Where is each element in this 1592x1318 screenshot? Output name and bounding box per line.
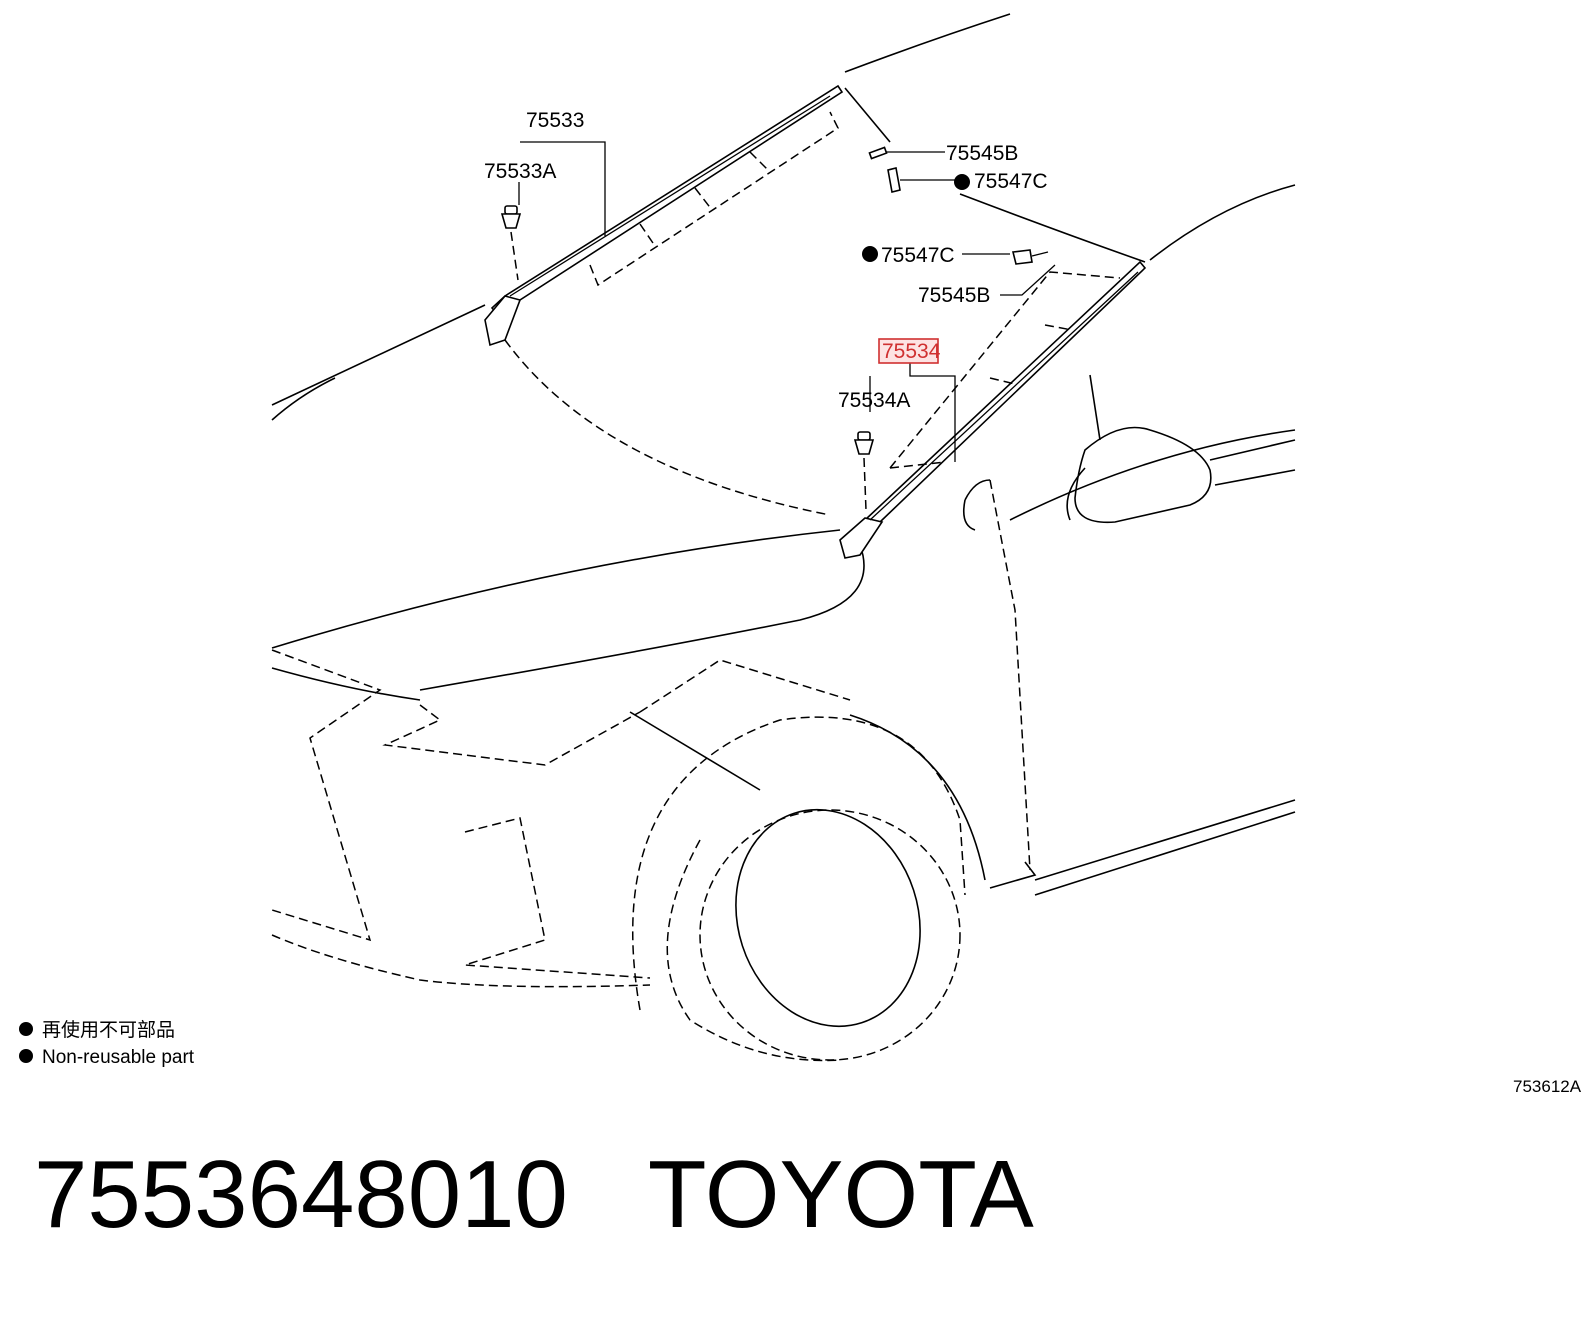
legend-marker-icon — [19, 1022, 33, 1036]
car-outline — [271, 13, 1296, 1062]
label-upper-screw[interactable]: 75547C — [974, 170, 1048, 193]
lower-screw-part[interactable] — [1012, 249, 1049, 265]
upper-clip-part[interactable] — [500, 205, 522, 281]
label-lower-clip[interactable]: 75534A — [838, 389, 910, 412]
brand-name: TOYOTA — [647, 1141, 1034, 1248]
label-upper-retainer[interactable]: 75545B — [946, 142, 1018, 165]
label-lower-retainer[interactable]: 75545B — [918, 284, 990, 307]
lower-clip-part[interactable] — [853, 431, 875, 511]
legend-marker-icon — [19, 1049, 33, 1063]
non-reusable-marker-icon — [862, 246, 878, 262]
legend-english: Non-reusable part — [42, 1047, 195, 1068]
lower-molding-part[interactable] — [839, 260, 1147, 559]
label-upper-clip[interactable]: 75533A — [484, 160, 556, 183]
label-selected-molding[interactable]: 75534 — [882, 340, 941, 363]
illustration-code: 753612A — [1513, 1077, 1582, 1096]
selected-part-highlight — [878, 338, 939, 364]
upper-molding-part[interactable] — [484, 84, 844, 347]
legend-japanese: 再使用不可部品 — [42, 1019, 175, 1041]
part-number: 7553648010 — [34, 1141, 568, 1248]
label-upper-molding[interactable]: 75533 — [526, 109, 584, 132]
callout-leaders — [518, 141, 1056, 462]
label-lower-screw[interactable]: 75547C — [881, 244, 955, 267]
upper-retainer-part[interactable] — [868, 146, 901, 193]
part-footer: 7553648010 TOYOTA — [34, 1140, 1034, 1250]
non-reusable-marker-icon — [954, 174, 970, 190]
